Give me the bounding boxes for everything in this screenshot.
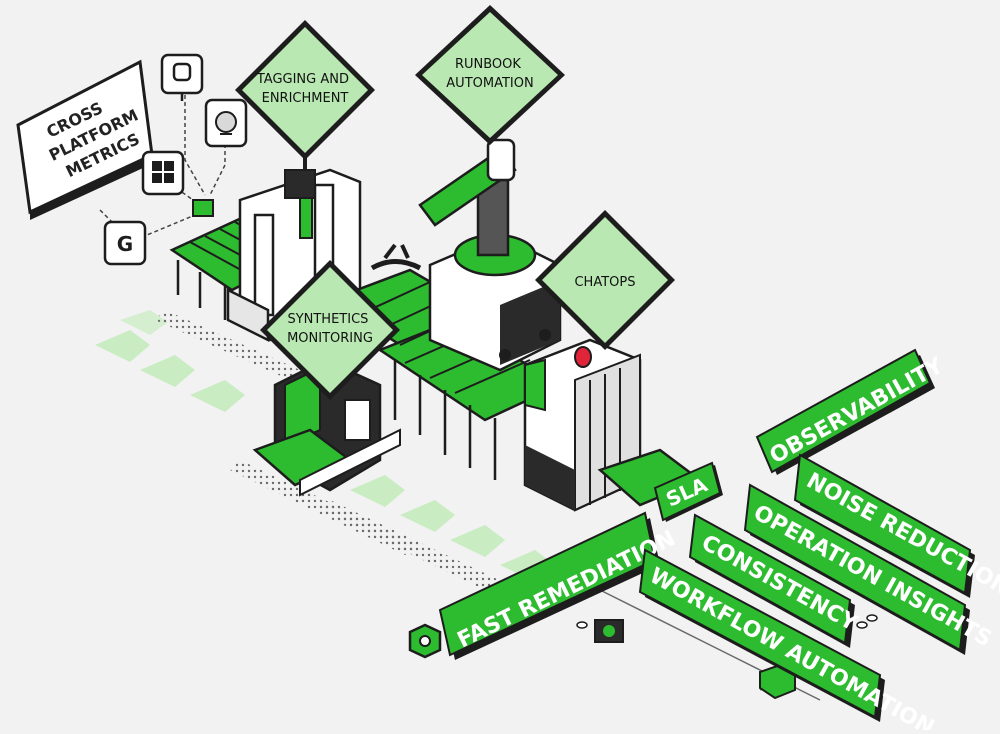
screws: [576, 614, 878, 629]
floor-shadows: [155, 310, 520, 600]
nut-part: [408, 623, 442, 659]
sign-runbook-automation: RUNBOOK AUTOMATION: [415, 5, 565, 145]
windows-icon: [141, 150, 185, 196]
runbook-line-1: RUNBOOK: [455, 57, 521, 72]
synthetics-line-1: SYNTHETICS: [287, 312, 368, 327]
google-icon: G: [103, 220, 147, 266]
camera-part: [594, 619, 624, 643]
jenkins-icon: [204, 98, 248, 148]
sign-tagging-enrichment: TAGGING AND ENRICHMENT: [235, 20, 375, 160]
runbook-robot: [370, 138, 562, 372]
svg-text:RUNBOOK AUTOMATION: RUNBOOK AUTOMATION: [446, 57, 533, 91]
cross-platform-metrics-sign: CROSS PLATFORM METRICS: [16, 59, 156, 220]
chip-icon: [192, 199, 214, 217]
svg-text:G: G: [117, 232, 133, 256]
sign-synthetics-monitoring: SYNTHETICS MONITORING: [260, 260, 400, 400]
svg-text:TAGGING AND ENRICHMENT: TAGGING AND ENRICHMENT: [256, 72, 353, 106]
slack-icon: [160, 53, 204, 101]
svg-text:CHATOPS: CHATOPS: [574, 275, 635, 290]
chatops-line-1: CHATOPS: [574, 275, 635, 290]
flow-chevrons: [95, 310, 555, 582]
observability-label: OBSERVABILITY: [766, 353, 949, 469]
chatops-machine: [523, 325, 703, 512]
svg-text:SYNTHETICS MONITORING: SYNTHETICS MONITORING: [287, 312, 373, 346]
sign-chatops: CHATOPS: [535, 210, 675, 350]
tagging-line-1: TAGGING AND: [256, 72, 349, 87]
board-observability: OBSERVABILITY: [755, 348, 949, 475]
tagging-line-2: ENRICHMENT: [262, 91, 349, 106]
runbook-line-2: AUTOMATION: [446, 76, 533, 91]
synthetics-line-2: MONITORING: [287, 331, 373, 346]
